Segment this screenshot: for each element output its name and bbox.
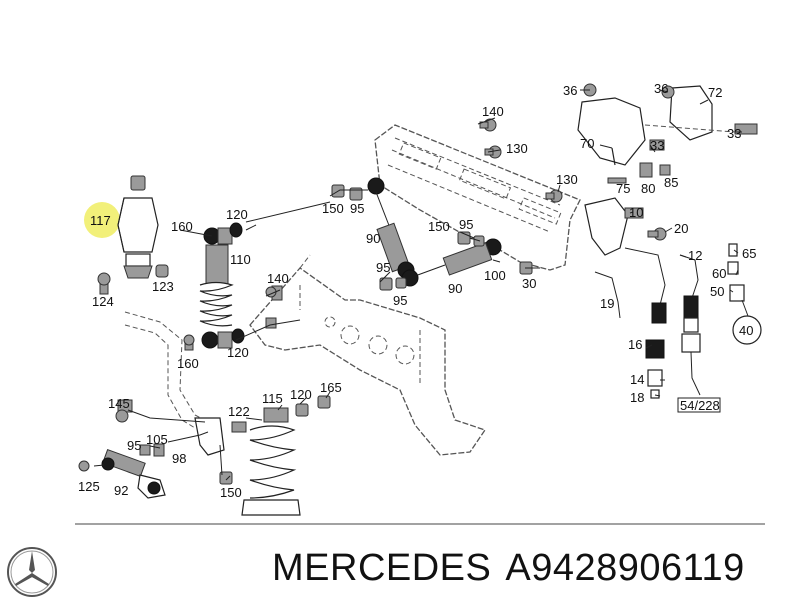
label-117: 117 xyxy=(90,213,111,228)
part-title: MERCEDES A9428906119 xyxy=(272,545,759,591)
label-36-left: 36 xyxy=(563,83,577,98)
label-20: 20 xyxy=(674,221,688,236)
label-95-top: 95 xyxy=(350,201,364,216)
part-labels: 117 124 123 160 120 110 140 120 160 150 … xyxy=(78,81,756,500)
label-160-top: 160 xyxy=(171,219,193,234)
label-110: 110 xyxy=(230,252,251,267)
label-125: 125 xyxy=(78,479,100,494)
mercedes-star-icon xyxy=(7,547,57,597)
label-14: 14 xyxy=(630,372,644,387)
label-54-228: 54/228 xyxy=(680,398,720,413)
label-18: 18 xyxy=(630,390,644,405)
cross-member xyxy=(249,254,487,456)
label-130-top: 130 xyxy=(506,141,528,156)
label-130-right: 130 xyxy=(556,172,578,187)
label-160-mid: 160 xyxy=(177,356,199,371)
label-10: 10 xyxy=(629,205,643,220)
label-70: 70 xyxy=(580,136,594,151)
label-122: 122 xyxy=(228,404,250,419)
label-120-mid: 120 xyxy=(227,345,249,360)
label-60: 60 xyxy=(712,266,726,281)
bracket-70 xyxy=(577,83,758,184)
shock-absorber-90-lower xyxy=(379,231,533,291)
ref-box xyxy=(677,397,721,413)
label-124: 124 xyxy=(92,294,114,309)
label-150-top: 150 xyxy=(322,201,344,216)
connectors xyxy=(645,243,762,399)
label-33-mid: 33 xyxy=(650,138,664,153)
label-30: 30 xyxy=(522,276,536,291)
air-spring-117 xyxy=(84,175,169,295)
label-92: 92 xyxy=(114,483,128,498)
label-95-low-a: 95 xyxy=(376,260,390,275)
frame-rail xyxy=(374,124,581,271)
label-50: 50 xyxy=(710,284,724,299)
shock-absorber-90-upper xyxy=(331,177,415,279)
label-98: 98 xyxy=(172,451,186,466)
label-12: 12 xyxy=(688,248,702,263)
label-65: 65 xyxy=(742,246,756,261)
label-120-top: 120 xyxy=(226,207,248,222)
label-19: 19 xyxy=(600,296,614,311)
label-16: 16 xyxy=(628,337,642,352)
label-95-mid: 95 xyxy=(459,217,473,232)
label-140-top: 140 xyxy=(482,104,504,119)
label-90-top: 90 xyxy=(366,231,380,246)
label-145: 145 xyxy=(108,396,130,411)
label-90-low: 90 xyxy=(448,281,462,296)
stabilizer-bar xyxy=(124,311,225,456)
label-33-right: 33 xyxy=(727,126,741,141)
label-95-low-b: 95 xyxy=(393,293,407,308)
label-140-left: 140 xyxy=(267,271,289,286)
label-165: 165 xyxy=(320,380,342,395)
label-80: 80 xyxy=(641,181,655,196)
links-lower-left xyxy=(78,399,166,499)
highlight-marker xyxy=(84,202,120,238)
label-75: 75 xyxy=(616,181,630,196)
label-150-mid: 150 xyxy=(428,219,450,234)
label-36-right: 36 xyxy=(654,81,668,96)
coil-spring-115 xyxy=(219,395,331,516)
label-100: 100 xyxy=(484,268,506,283)
label-123: 123 xyxy=(152,279,174,294)
label-95-left: 95 xyxy=(127,438,141,453)
label-105: 105 xyxy=(146,432,168,447)
label-85: 85 xyxy=(664,175,678,190)
label-150-low: 150 xyxy=(220,485,242,500)
part-number: A9428906119 xyxy=(505,547,745,589)
label-40: 40 xyxy=(739,323,753,338)
label-72: 72 xyxy=(708,85,722,100)
shock-absorber-110 xyxy=(183,222,283,351)
brand-name: MERCEDES xyxy=(272,547,492,589)
leader-lines xyxy=(93,89,742,481)
level-sensor-10 xyxy=(584,197,667,324)
label-115: 115 xyxy=(262,391,283,406)
label-120-low: 120 xyxy=(290,387,312,402)
